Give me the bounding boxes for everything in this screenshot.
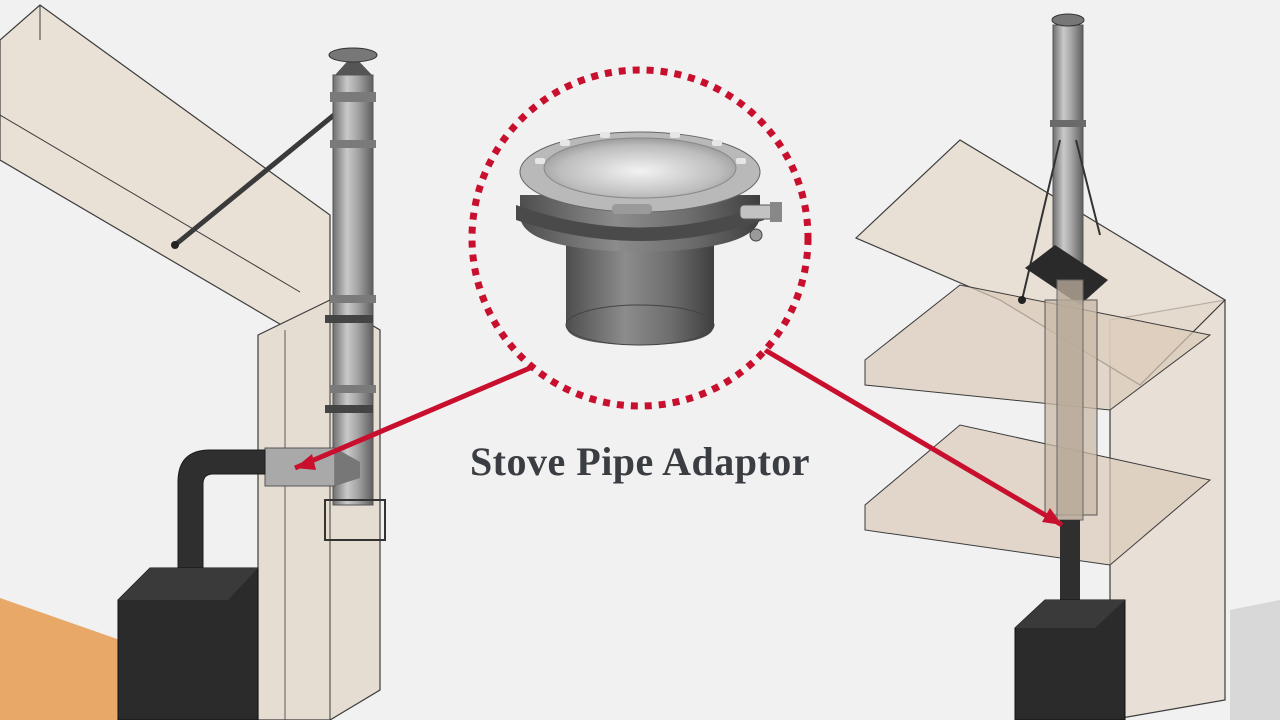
callout-line-right xyxy=(763,347,1064,528)
stove xyxy=(117,567,259,720)
roof-flashing xyxy=(1025,245,1108,305)
left-chimney-scene xyxy=(0,4,386,720)
right-chimney-scene xyxy=(854,13,1280,720)
callout-line-left xyxy=(294,365,531,471)
ceiling-slab-upper xyxy=(864,284,1212,411)
chimney-cap xyxy=(335,55,372,75)
callout-caption: Stove Pipe Adaptor xyxy=(469,439,811,484)
stove-pipe-adaptor-icon xyxy=(516,131,782,346)
floor xyxy=(0,598,120,720)
roof-slab xyxy=(0,4,331,331)
chimney-pipe xyxy=(332,74,374,506)
support-strut xyxy=(173,108,342,247)
right-stove-pipe xyxy=(1060,520,1080,610)
